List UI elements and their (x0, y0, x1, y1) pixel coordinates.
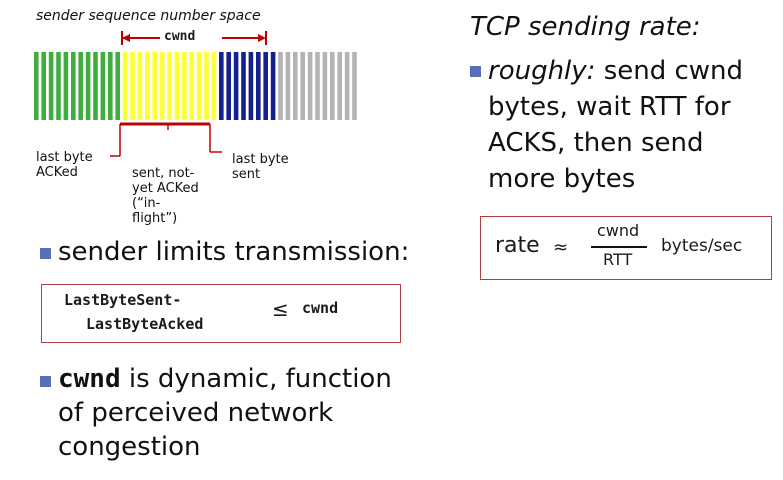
sequence-bars (34, 52, 357, 120)
sequence-byte-bar (352, 52, 357, 120)
ineq-last-byte-acked: LastByteAcked (86, 315, 204, 333)
cwnd-label: cwnd (164, 29, 196, 44)
sequence-byte-bar (278, 52, 283, 120)
bullet-cwnd-dynamic-line1: cwnd is dynamic, function (58, 364, 392, 394)
sequence-byte-bar (137, 52, 143, 120)
bullet-cwnd-dynamic-line2: of perceived network (58, 398, 334, 428)
sequence-byte-bar (226, 52, 231, 120)
rate-bullet-line3: ACKS, then send (488, 128, 704, 158)
tcp-rate-heading: TCP sending rate: (470, 12, 701, 42)
sequence-byte-bar (93, 52, 98, 120)
sequence-byte-bar (130, 52, 135, 120)
sequence-byte-bar (337, 52, 342, 120)
sequence-byte-bar (322, 52, 328, 120)
sequence-byte-bar (78, 52, 83, 120)
sequence-byte-bar (270, 52, 276, 120)
sequence-byte-bar (330, 52, 335, 120)
window-markers (110, 122, 222, 157)
rate-bullet-line2: bytes, wait RTT for (488, 92, 731, 122)
sequence-byte-bar (41, 52, 46, 120)
approx-symbol: ≈ (553, 237, 569, 258)
cwnd-dynamic-text: is dynamic, function (120, 364, 392, 394)
sequence-byte-bar (233, 52, 239, 120)
sequence-byte-bar (285, 52, 291, 120)
label-last-byte-sent: last byte sent (232, 152, 289, 182)
bullet-icon (40, 376, 51, 387)
ineq-cwnd: cwnd (302, 299, 339, 317)
ineq-last-byte-sent: LastByteSent- (64, 291, 182, 309)
sequence-byte-bar (293, 52, 298, 120)
bullet-icon (470, 66, 481, 77)
sequence-byte-bar (167, 52, 172, 120)
fraction-numerator: cwnd (597, 221, 640, 240)
sequence-byte-bar (344, 52, 350, 120)
sequence-byte-bar (71, 52, 76, 120)
sequence-byte-bar (122, 52, 128, 120)
rate-bullet-rest: send cwnd (595, 56, 744, 86)
sequence-byte-bar (263, 52, 268, 120)
sequence-byte-bar (315, 52, 320, 120)
ineq-leq: ≤ (272, 297, 289, 321)
sequence-byte-bar (211, 52, 217, 120)
rate-word: rate (495, 233, 540, 258)
sequence-byte-bar (182, 52, 187, 120)
sequence-byte-bar (100, 52, 106, 120)
rate-bullet-line1: roughly: send cwnd (488, 56, 743, 86)
fraction-denominator: RTT (603, 250, 633, 269)
sequence-byte-bar (174, 52, 180, 120)
sequence-byte-bar (145, 52, 150, 120)
sequence-byte-bar (204, 52, 209, 120)
bullet-sender-limits: sender limits transmission: (58, 237, 410, 267)
sequence-byte-bar (196, 52, 202, 120)
seq-space-title: sender sequence number space (36, 8, 261, 24)
fraction-bar (591, 246, 647, 248)
sequence-byte-bar (108, 52, 113, 120)
sequence-byte-bar (115, 52, 120, 120)
label-last-byte-acked: last byte ACKed (36, 150, 93, 180)
label-in-flight: sent, not- yet ACKed (“in- flight”) (132, 166, 199, 226)
sequence-byte-bar (48, 52, 54, 120)
sequence-byte-bar (85, 52, 91, 120)
sequence-byte-bar (56, 52, 61, 120)
cwnd-code: cwnd (58, 364, 121, 394)
cwnd-arrow (121, 31, 267, 45)
sequence-byte-bar (241, 52, 246, 120)
sequence-byte-bar (256, 52, 261, 120)
sequence-byte-bar (307, 52, 313, 120)
sequence-byte-bar (159, 52, 165, 120)
sequence-byte-bar (63, 52, 69, 120)
sequence-byte-bar (34, 52, 39, 120)
bullet-cwnd-dynamic-line3: congestion (58, 432, 201, 462)
sequence-byte-bar (152, 52, 157, 120)
sequence-byte-bar (248, 52, 254, 120)
roughly-em: roughly: (488, 56, 596, 86)
rate-units: bytes/sec (661, 236, 743, 256)
inequality-box: LastByteSent- LastByteAcked ≤ cwnd (41, 284, 401, 343)
rate-bullet-line4: more bytes (488, 164, 636, 194)
rate-formula-box: rate ≈ cwnd RTT bytes/sec (480, 216, 772, 280)
bullet-icon (40, 248, 51, 259)
sequence-byte-bar (219, 52, 224, 120)
sequence-byte-bar (300, 52, 305, 120)
sequence-byte-bar (189, 52, 194, 120)
